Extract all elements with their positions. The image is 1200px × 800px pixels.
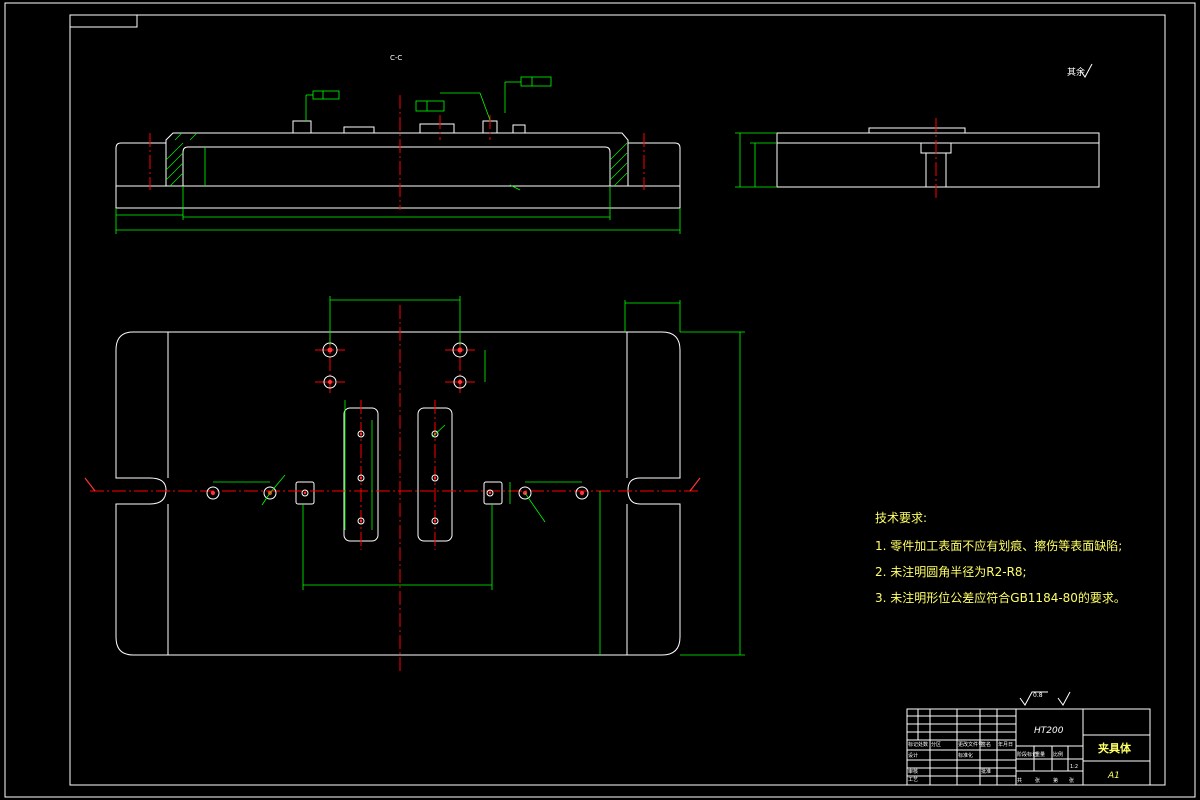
title-block-label: 批准 <box>981 768 991 775</box>
title-block-label: 重量 <box>1035 751 1045 758</box>
hole <box>453 375 467 389</box>
part-name: 夹具体 <box>1098 741 1132 755</box>
tech-item-2: 2. 未注明圆角半径为R2-R8; <box>875 564 1027 579</box>
roughness-note: 其余 <box>1067 66 1085 78</box>
title-block-label: 签名 <box>981 741 991 748</box>
code-box <box>69 14 138 28</box>
hole-center <box>433 476 437 480</box>
hole-center <box>433 519 437 523</box>
hole-center <box>457 379 463 385</box>
hole <box>357 474 365 482</box>
hole-center <box>359 519 363 523</box>
title-block-label: 张 <box>1035 777 1040 784</box>
hole <box>431 517 439 525</box>
hole-center <box>210 490 216 496</box>
title-block-label: 张 <box>1069 777 1074 784</box>
hole <box>431 474 439 482</box>
hole <box>518 486 532 500</box>
hole-center <box>488 491 492 495</box>
title-block-label: 年月日 <box>998 741 1013 748</box>
tech-requirements: 技术要求: 1. 零件加工表面不应有划痕、擦伤等表面缺陷; 2. 未注明圆角半径… <box>875 511 1126 605</box>
title-block-label: 分区 <box>931 741 941 748</box>
title-block-label: 设计 <box>908 752 918 759</box>
plan-view <box>90 305 700 672</box>
hole-center <box>359 432 363 436</box>
title-block-label: 共 <box>1017 777 1022 784</box>
hole <box>486 489 494 497</box>
title-block-label: 标记 <box>908 741 918 748</box>
title-block-label: 第 <box>1053 777 1058 784</box>
title-block-label: 比例 <box>1053 751 1063 758</box>
hole <box>575 486 589 500</box>
title-block: HT200 夹具体 A1 1:2 标记处数分区 更改文件号签名年月日设计 标准化审核… <box>906 708 1151 786</box>
tech-title: 技术要求: <box>875 511 927 525</box>
material-text: HT200 <box>1034 726 1064 736</box>
svg-text:0.8: 0.8 <box>1033 692 1043 699</box>
title-block-label: 阶段标记 <box>1017 751 1037 758</box>
hole <box>357 517 365 525</box>
hole-center <box>327 347 333 353</box>
tech-item-3: 3. 未注明形位公差应符合GB1184-80的要求。 <box>875 590 1126 605</box>
hole <box>431 430 439 438</box>
title-block-label: 工艺 <box>908 777 918 783</box>
title-block-label: 处数 <box>918 741 928 748</box>
hole <box>301 489 309 497</box>
roughness-symbol <box>1079 63 1093 78</box>
hole-center <box>457 347 463 353</box>
title-block-label: 标准化 <box>958 752 973 759</box>
hole <box>263 486 277 500</box>
hole-center <box>303 491 307 495</box>
side-view <box>735 118 1100 200</box>
hole <box>357 430 365 438</box>
roughness-bottom: 0.8 <box>1019 691 1071 706</box>
drawing-frame <box>69 14 1166 786</box>
sheet-border <box>4 2 1196 798</box>
hole <box>206 486 220 500</box>
section-view <box>115 76 681 234</box>
scale-text: 1:2 <box>1070 764 1078 770</box>
title-block-label: 审核 <box>908 768 918 775</box>
tech-item-1: 1. 零件加工表面不应有划痕、擦伤等表面缺陷; <box>875 538 1122 553</box>
hole-center <box>359 476 363 480</box>
section-label: C-C <box>390 54 402 62</box>
sheet-size: A1 <box>1107 771 1120 781</box>
plan-dimensions <box>84 296 745 656</box>
hole <box>323 375 337 389</box>
title-block-label: 更改文件号 <box>958 741 983 748</box>
hole-center <box>579 490 585 496</box>
hole-center <box>327 379 333 385</box>
holes-group <box>206 342 589 525</box>
